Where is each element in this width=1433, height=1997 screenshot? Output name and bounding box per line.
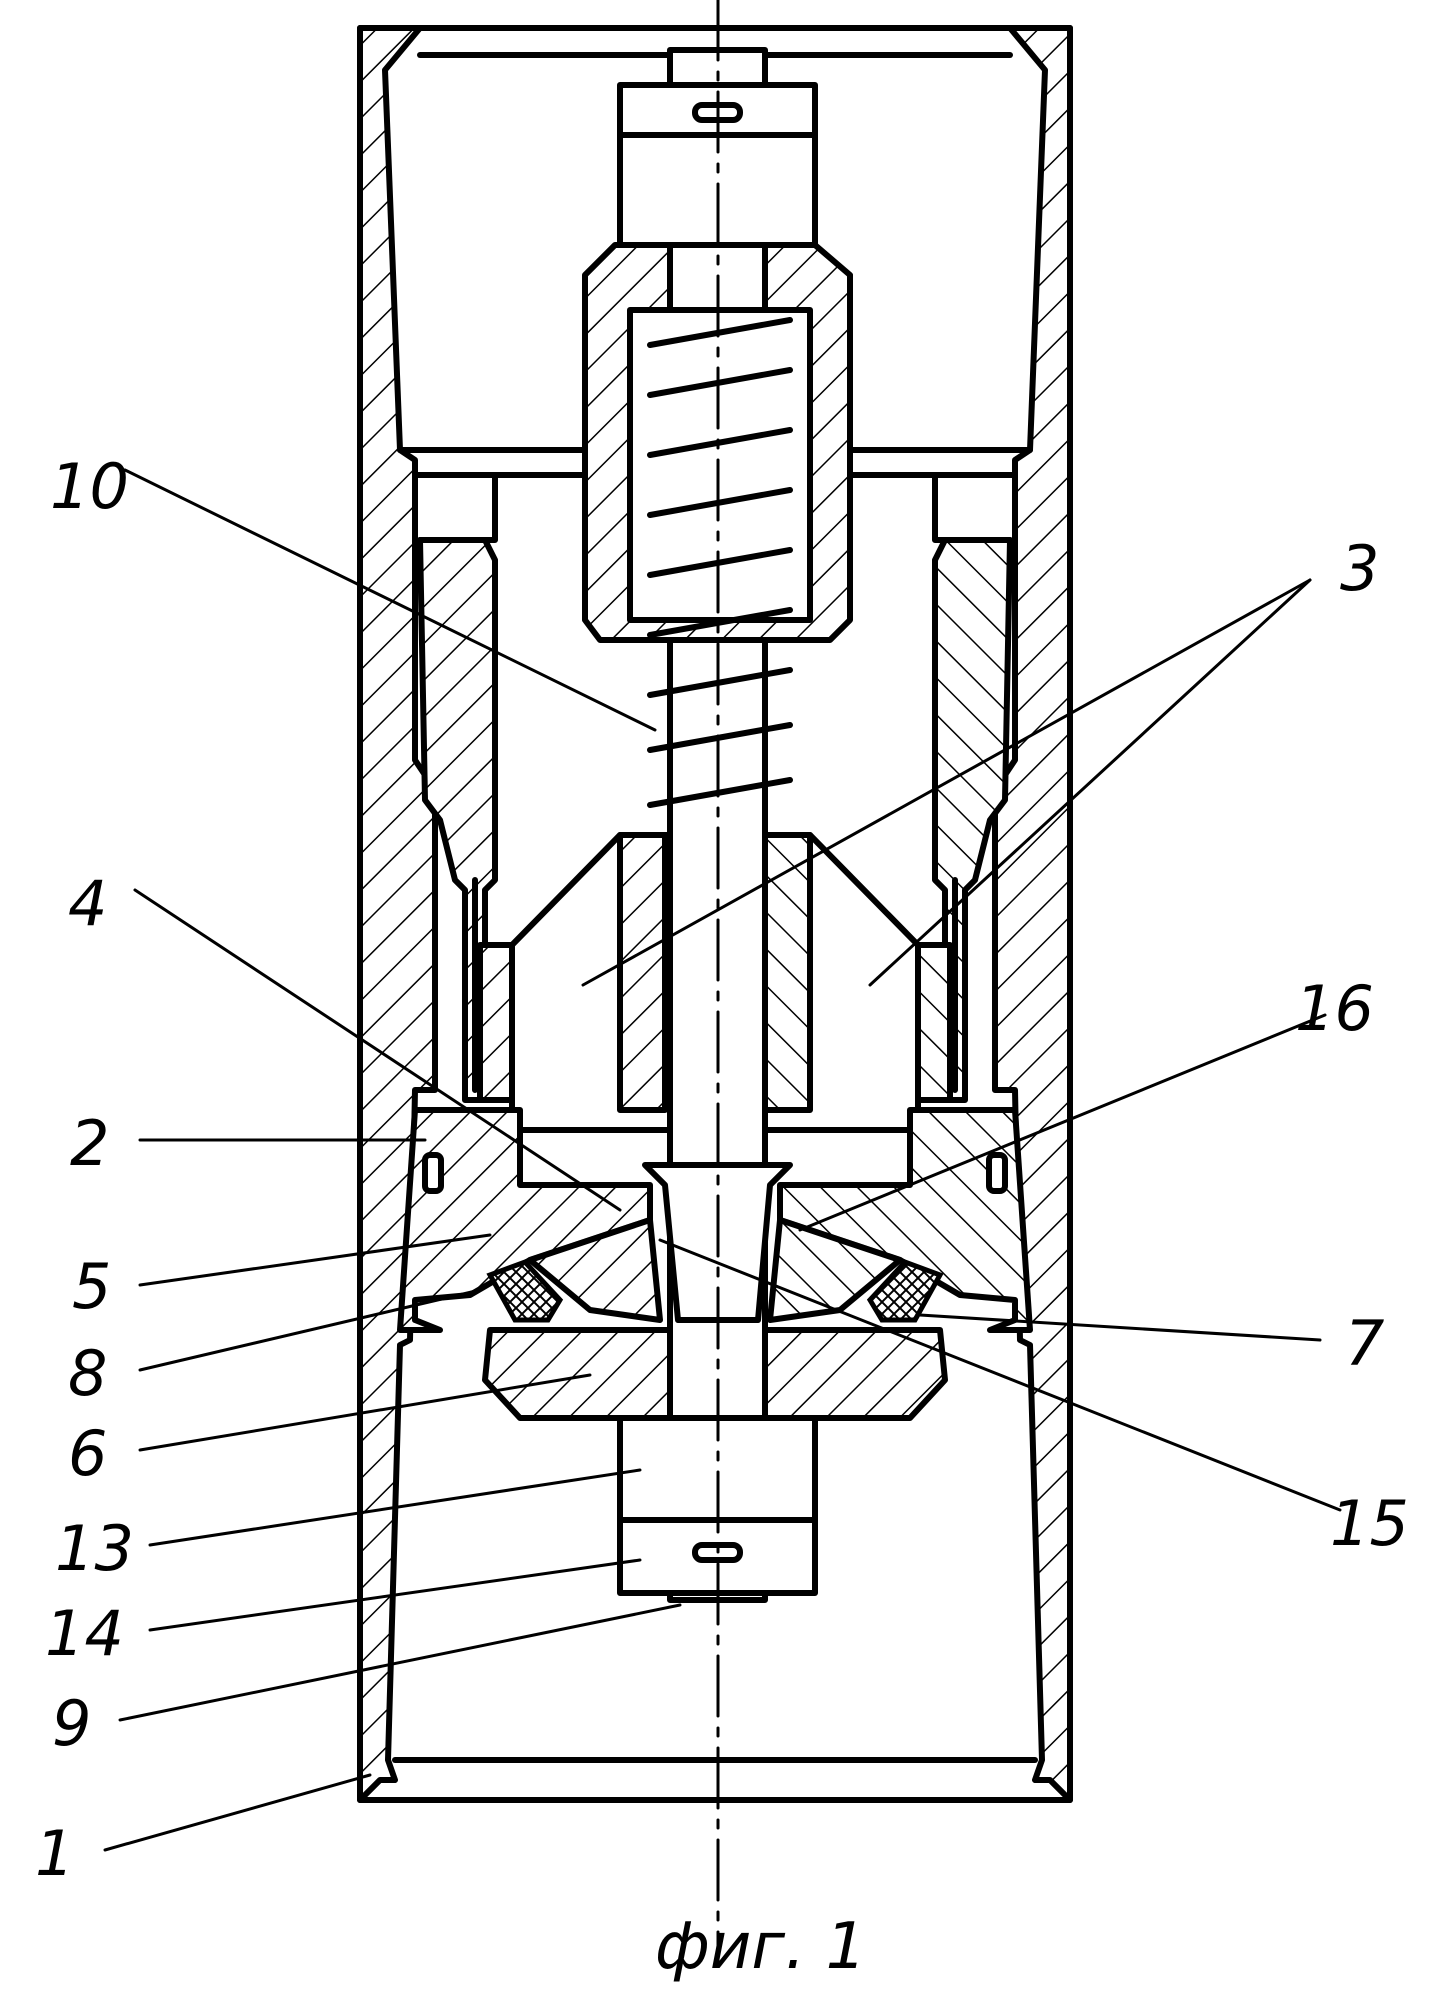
figure-caption: фиг. 1: [655, 1910, 866, 1984]
label-9: 9: [52, 1687, 91, 1760]
label-8: 8: [68, 1337, 107, 1410]
label-16: 16: [1295, 972, 1374, 1045]
label-3: 3: [1340, 532, 1379, 605]
label-4: 4: [68, 867, 107, 940]
label-5: 5: [72, 1250, 111, 1323]
label-14: 14: [45, 1597, 124, 1670]
label-7: 7: [1345, 1307, 1384, 1380]
label-13: 13: [55, 1512, 134, 1585]
label-1: 1: [35, 1817, 74, 1890]
label-6: 6: [68, 1417, 107, 1490]
label-15: 15: [1330, 1487, 1409, 1560]
label-2: 2: [70, 1107, 109, 1180]
label-10: 10: [50, 450, 129, 523]
